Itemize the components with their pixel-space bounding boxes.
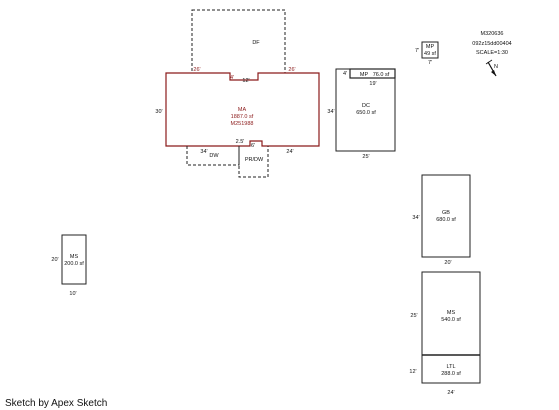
area-ms-right-code: MS xyxy=(447,310,456,316)
dim-ms-right-left: 25' xyxy=(410,313,417,319)
area-gb-code: GB xyxy=(442,210,450,216)
dim-ms-left-bottom: 10' xyxy=(69,291,76,297)
dim-mp-strip-left: 4' xyxy=(343,71,347,77)
area-mp-strip-size: 76.0 sf xyxy=(373,72,390,78)
dim-ma-bottom-b: 2.5' xyxy=(236,139,245,145)
north-label: N xyxy=(494,64,498,70)
dim-gb-bottom: 20' xyxy=(444,260,451,266)
area-dw-outline xyxy=(186,146,240,166)
area-df-code: DF xyxy=(252,40,260,46)
area-dw-code: DW xyxy=(209,153,219,159)
area-ltl-code: LTL xyxy=(446,364,455,370)
dim-ma-left: 30' xyxy=(155,109,162,115)
dim-ltl-left: 12' xyxy=(409,369,416,375)
area-ma-size: 1887.0 sf xyxy=(231,114,254,120)
scale-label: SCALE=1:30 xyxy=(476,50,508,56)
area-ms-left-outline xyxy=(61,234,87,285)
area-ltl-size: 288.0 sf xyxy=(441,371,461,377)
area-prdw-outline xyxy=(238,146,269,178)
area-mp-small-code: MP xyxy=(426,44,435,50)
north-arrow-icon xyxy=(485,59,497,77)
dim-dc-bottom: 25' xyxy=(362,154,369,160)
area-df-outline xyxy=(191,9,286,81)
area-prdw-code: PR/DW xyxy=(245,157,264,163)
dim-gb-left: 34' xyxy=(412,215,419,221)
dim-ma-top-right: 26' xyxy=(288,67,295,73)
footer-credit: Sketch by Apex Sketch xyxy=(5,398,108,409)
dim-ma-bottom-c: 6' xyxy=(251,143,255,149)
dim-ma-bottom-d: 24' xyxy=(286,149,293,155)
area-dc-size: 650.0 sf xyxy=(356,110,376,116)
dim-ms-left-left: 20' xyxy=(51,257,58,263)
dim-ma-top-left: 26' xyxy=(193,67,200,73)
dim-ltl-bottom: 24' xyxy=(447,390,454,396)
dim-ma-bottom-a: 34' xyxy=(200,149,207,155)
dim-dc-left: 34' xyxy=(327,109,334,115)
parcel-number: 092z15dd00404 xyxy=(472,41,511,47)
area-dc-code: DC xyxy=(362,103,370,109)
area-gb-size: 680.0 sf xyxy=(436,217,456,223)
area-gb-outline xyxy=(421,174,471,258)
area-mp-strip-outline xyxy=(349,68,396,79)
area-mp-strip-code: MP xyxy=(360,72,369,78)
area-ms-right-size: 540.0 sf xyxy=(441,317,461,323)
area-ma-id: M251988 xyxy=(231,121,254,127)
area-ms-right-outline xyxy=(421,271,481,384)
dim-ma-top-mid-a: 4' xyxy=(230,75,234,81)
area-mp-small-size: 49 sf xyxy=(424,51,436,57)
dim-mp-small-left: 7' xyxy=(415,48,419,54)
area-ma-code: MA xyxy=(238,107,247,113)
area-ms-left-size: 200.0 sf xyxy=(64,261,84,267)
area-mp-small-outline xyxy=(421,41,439,59)
area-ms-left-code: MS xyxy=(70,254,79,260)
dim-mp-strip-bottom: 19' xyxy=(369,81,376,87)
dim-mp-small-bottom: 7' xyxy=(428,60,432,66)
dim-ma-top-mid-b: 12' xyxy=(242,78,249,84)
area-ma-outline xyxy=(165,72,320,147)
sketch-id: M320636 xyxy=(481,31,504,37)
